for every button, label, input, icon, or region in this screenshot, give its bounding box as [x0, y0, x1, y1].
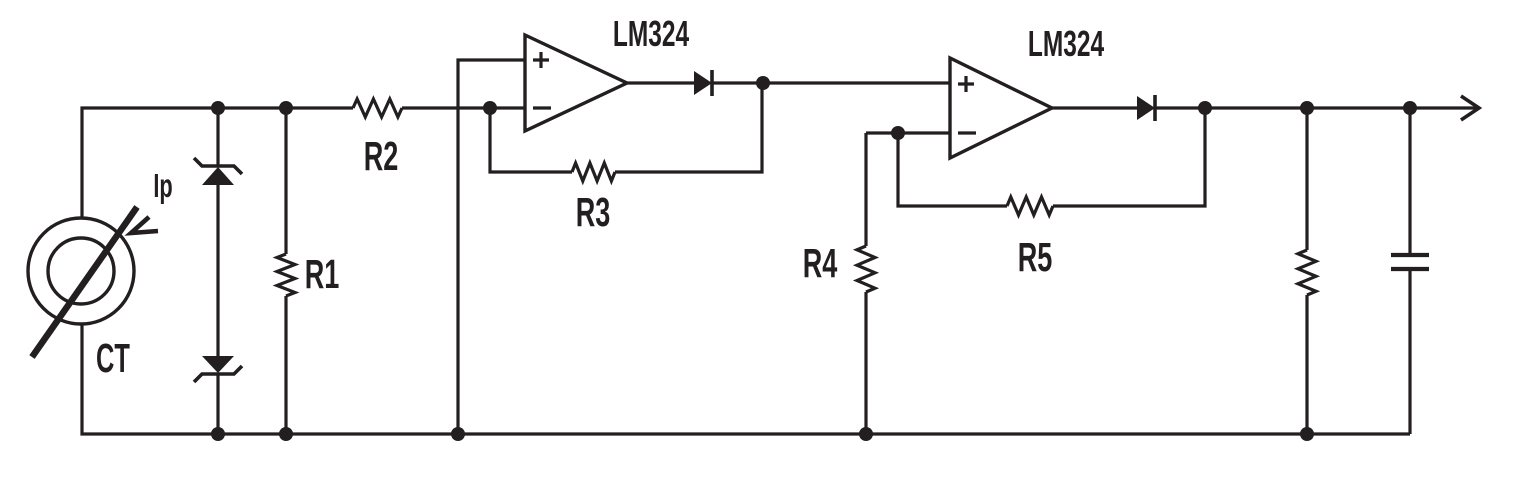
- label-r1: R1: [305, 253, 340, 298]
- zener-top-triangle: [202, 167, 234, 185]
- junction-dot: [756, 76, 770, 90]
- resistors: [272, 95, 1321, 298]
- label-ip: Ip: [153, 167, 172, 204]
- wires: [80, 58, 1477, 436]
- junction-dot: [891, 126, 905, 140]
- zener-diode-bottom: [192, 356, 244, 384]
- diode-d2: [1137, 95, 1157, 121]
- junction-dots: [211, 76, 1417, 441]
- label-opamp2: LM324: [1028, 23, 1104, 64]
- wire-minus2-r4: [864, 131, 950, 434]
- resistor-r1: [272, 252, 300, 298]
- junction-dot: [1300, 427, 1314, 441]
- zener-top-bar: [192, 156, 244, 176]
- junction-dot: [1300, 101, 1314, 115]
- junction-dot: [279, 427, 293, 441]
- junction-dot: [211, 101, 225, 115]
- junction-dot: [859, 427, 873, 441]
- ct-primary-conductor: [29, 205, 140, 359]
- label-r4: R4: [803, 242, 838, 287]
- junction-dot: [211, 427, 225, 441]
- opamp2-plus-sign: [958, 76, 974, 92]
- junction-dot: [483, 101, 497, 115]
- resistor-r4: [852, 244, 880, 294]
- zener-bottom-triangle: [202, 356, 234, 373]
- junction-dot: [1403, 101, 1417, 115]
- ip-arrowhead: [124, 215, 159, 236]
- filter-capacitor: [1391, 252, 1429, 272]
- junction-dot: [279, 101, 293, 115]
- label-ct: CT: [96, 336, 130, 382]
- zener-diode-top: [192, 156, 244, 185]
- wire-r5-loop: [896, 108, 1207, 208]
- opamp2: [948, 55, 1056, 161]
- label-r5: R5: [1018, 236, 1053, 281]
- label-opamp1: LM324: [613, 13, 689, 54]
- resistor-r5: [1005, 192, 1055, 220]
- opamp1: [523, 32, 631, 134]
- label-r3: R3: [576, 191, 611, 236]
- labels: Ip CT R1 R2 R3 R4 R5 LM324 LM324: [96, 13, 1104, 381]
- junction-dot: [1198, 101, 1212, 115]
- zener-bottom-bar: [192, 364, 244, 384]
- output-arrowhead: [1460, 94, 1483, 122]
- current-transformer: [26, 205, 159, 359]
- wire-ground-to-plus1: [456, 58, 525, 434]
- wire-ground-rail: [80, 324, 1410, 436]
- d2-triangle: [1137, 96, 1155, 120]
- wire-r3-loop: [488, 83, 764, 174]
- wire-input-top: [80, 106, 353, 218]
- resistor-r3: [570, 158, 617, 186]
- ct-inner-ring: [46, 236, 116, 306]
- opamp2-triangle: [948, 55, 1056, 161]
- resistor-load: [1293, 248, 1321, 297]
- opamp1-triangle: [523, 32, 631, 134]
- opamp1-plus-sign: [533, 52, 549, 68]
- junction-dot: [451, 427, 465, 441]
- d1-triangle: [694, 71, 712, 95]
- resistor-r2: [351, 95, 404, 121]
- label-r2: R2: [364, 135, 399, 180]
- diode-d1: [694, 70, 714, 96]
